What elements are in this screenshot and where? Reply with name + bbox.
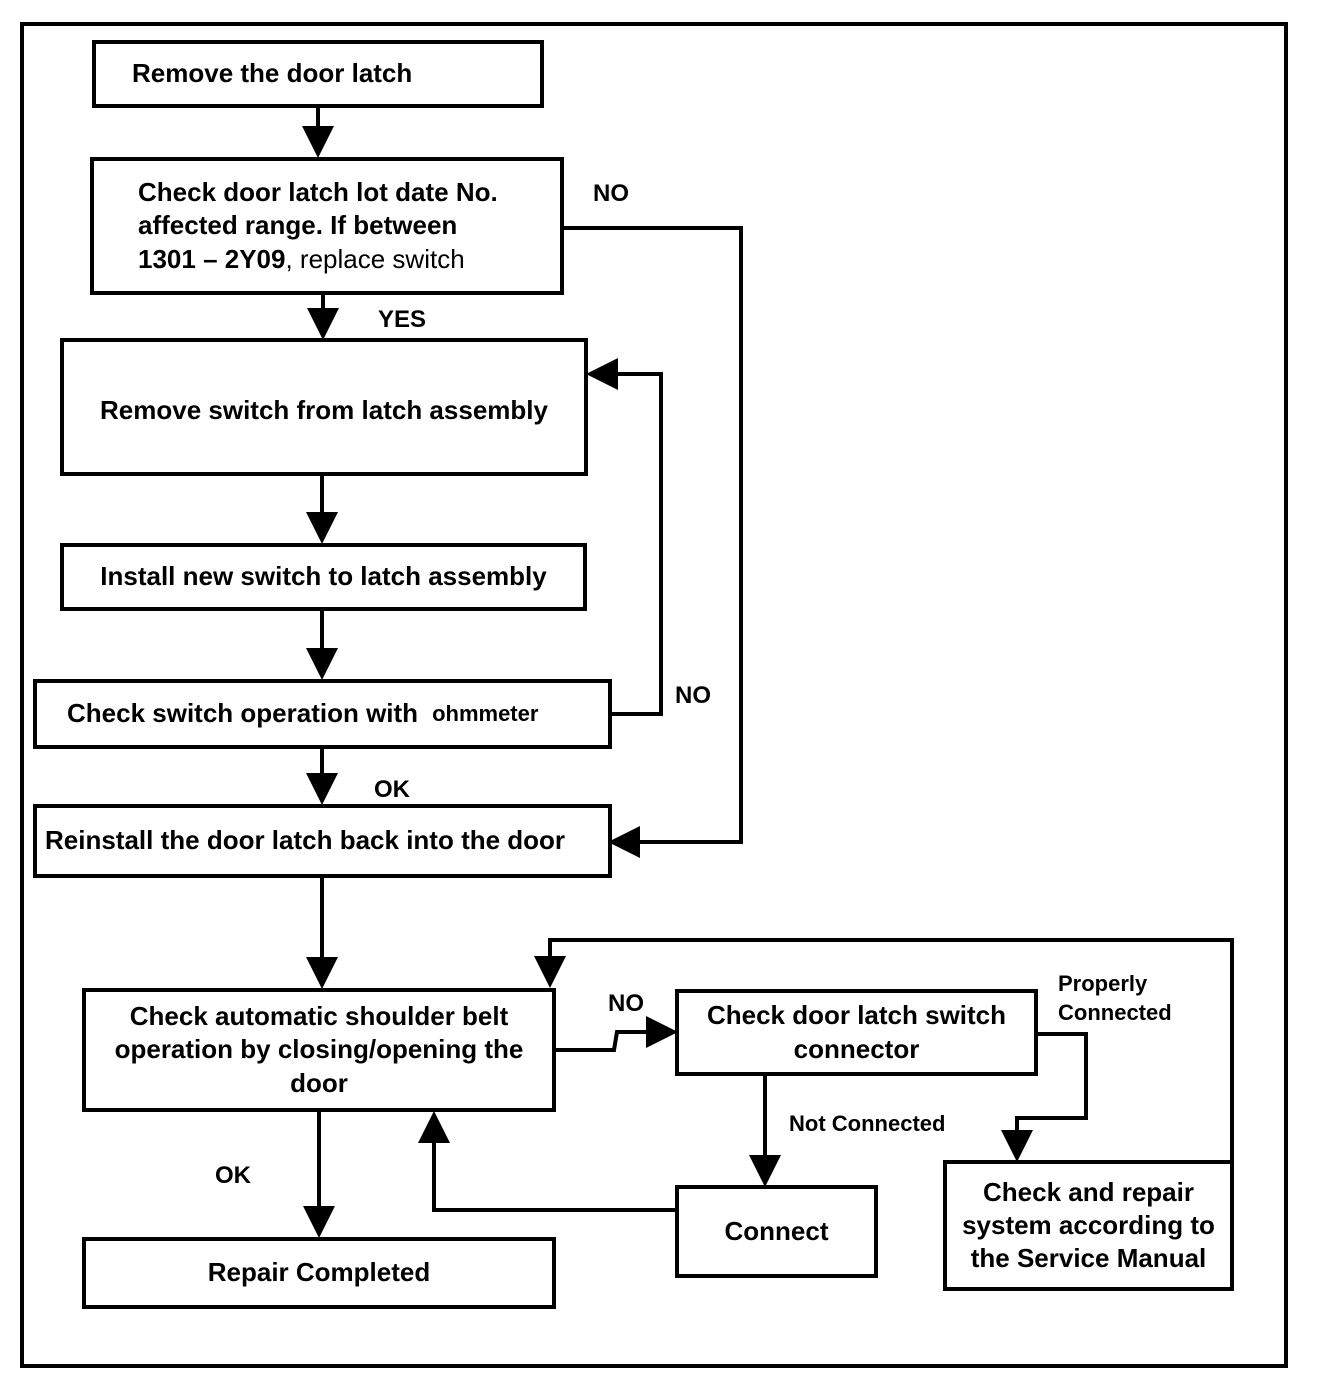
label-no-lot: NO	[593, 180, 629, 207]
check-lot-line-2: affected range. If between	[138, 210, 458, 241]
arrow-no-belt	[555, 1016, 678, 1052]
arrow-repair-loop	[534, 938, 1234, 1162]
repair-completed-text: Repair Completed	[207, 1257, 431, 1288]
label-no-switch: NO	[675, 682, 711, 709]
install-switch-text: Install new switch to latch assembly	[100, 561, 547, 592]
arrow-no-lot	[563, 226, 743, 858]
connect-text: Connect	[724, 1215, 829, 1246]
check-connector-line-1: Check door latch switch	[706, 1000, 1007, 1031]
box-remove-door-latch: Remove the door latch	[92, 40, 544, 108]
outer-frame	[20, 22, 1288, 1368]
box-check-belt: Check automatic shoulder belt operation …	[82, 988, 556, 1112]
lot-range: 1301 – 2Y09	[138, 243, 286, 274]
check-repair-line-3: the Service Manual	[970, 1243, 1207, 1274]
box-install-switch: Install new switch to latch assembly	[60, 543, 587, 611]
box-check-lot-date: Check door latch lot date No. affected r…	[90, 157, 564, 295]
box-connect: Connect	[675, 1185, 878, 1278]
box-check-and-repair: Check and repair system according to the…	[943, 1160, 1234, 1291]
label-ok-switch: OK	[374, 776, 410, 803]
lot-range-tail: , replace switch	[285, 243, 465, 274]
check-lot-line-1: Check door latch lot date No.	[138, 177, 498, 208]
properly-line-2: Connected	[1058, 999, 1172, 1025]
check-switch-ohmmeter: ohmmeter	[432, 700, 539, 726]
check-repair-line-1: Check and repair	[983, 1176, 1194, 1207]
box-remove-switch: Remove switch from latch assembly	[60, 338, 588, 476]
box-check-connector: Check door latch switch connector	[675, 989, 1038, 1076]
properly-line-1: Properly	[1058, 971, 1148, 996]
label-no-belt: NO	[608, 990, 644, 1017]
check-belt-line-3: door	[290, 1067, 348, 1098]
label-not-connected: Not Connected	[789, 1111, 946, 1136]
remove-switch-text: Remove switch from latch assembly	[100, 395, 548, 425]
box-check-switch: Check switch operation with ohmmeter	[33, 679, 612, 749]
check-belt-line-1: Check automatic shoulder belt	[129, 1001, 509, 1032]
check-belt-line-2: operation by closing/opening the	[114, 1034, 524, 1065]
check-connector-line-2: connector	[793, 1033, 920, 1064]
arrow-no-switch	[586, 358, 663, 716]
box-reinstall-latch: Reinstall the door latch back into the d…	[33, 804, 612, 878]
check-lot-line-3: 1301 – 2Y09, replace switch	[138, 243, 465, 276]
reinstall-text: Reinstall the door latch back into the d…	[45, 825, 566, 856]
remove-door-latch-text: Remove the door latch	[132, 58, 413, 89]
box-repair-completed: Repair Completed	[82, 1237, 556, 1309]
label-yes-lot: YES	[378, 306, 427, 333]
arrow-properly-connected	[1001, 1032, 1088, 1162]
check-switch-text: Check switch operation with	[67, 698, 419, 729]
arrow-connect-to-belt	[418, 1111, 677, 1212]
check-repair-line-2: system according to	[962, 1209, 1215, 1240]
label-properly-connected: Properly Connected	[1058, 970, 1172, 1027]
label-ok-belt: OK	[215, 1162, 251, 1189]
